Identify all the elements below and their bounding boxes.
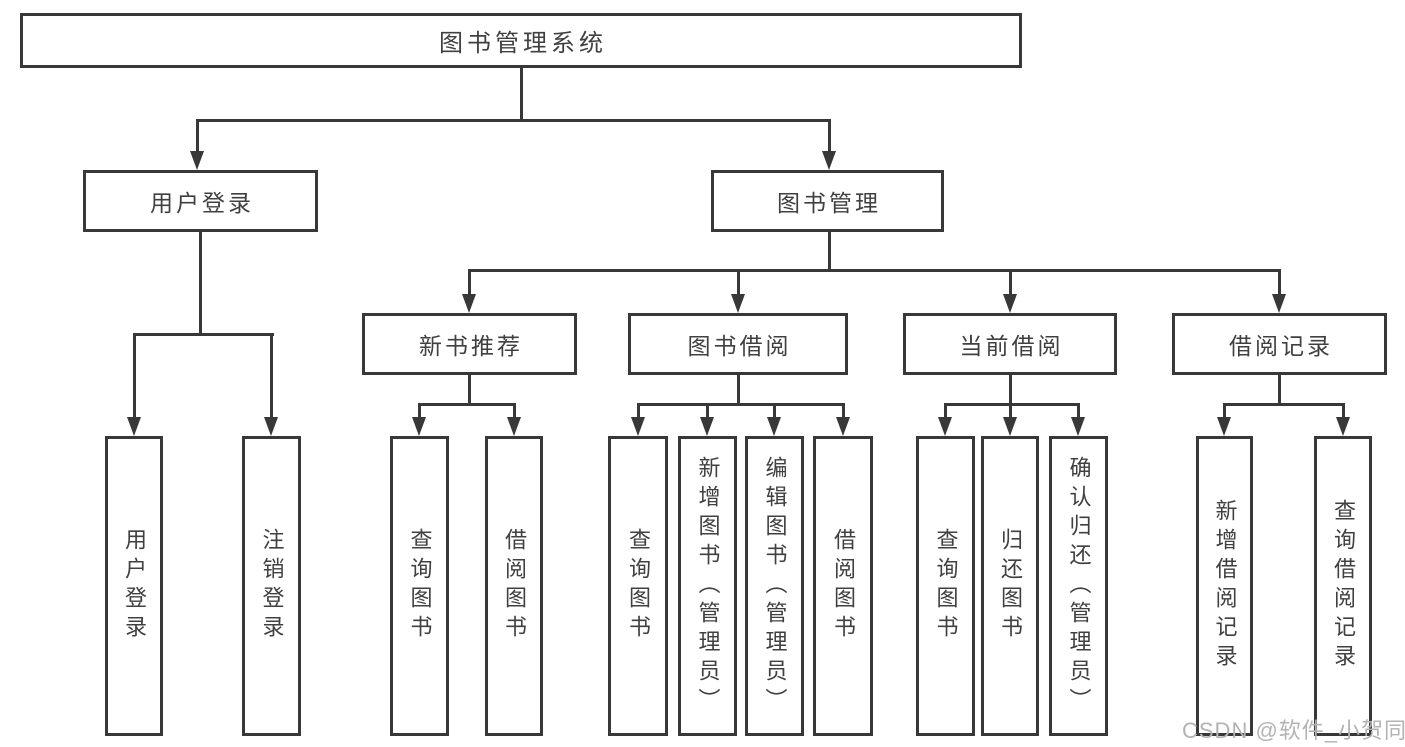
arrow-down-icon: [1272, 294, 1286, 313]
arrow-down-icon: [1071, 417, 1085, 436]
node-label: 注销登录: [259, 528, 285, 644]
arrow-down-icon: [412, 417, 426, 436]
arrow-down-icon: [938, 417, 952, 436]
node-label: 查询图书: [407, 528, 433, 644]
node-label: 确认归还（管理员）: [1066, 455, 1092, 717]
leaf-confirm-return-admin: 确认归还（管理员）: [1049, 436, 1108, 736]
connector-line: [1077, 405, 1080, 419]
connector-line: [944, 405, 947, 419]
watermark: CSDN @软件_小贺同学: [1182, 718, 1405, 743]
arrow-down-icon: [506, 417, 521, 436]
arrow-down-icon: [462, 294, 476, 313]
connector-line: [418, 403, 516, 406]
node-book-borrowing: 图书借阅: [628, 313, 848, 375]
node-borrowing-records: 借阅记录: [1172, 313, 1387, 375]
arrow-down-icon: [821, 151, 836, 170]
arrow-down-icon: [835, 417, 850, 436]
arrow-down-icon: [264, 417, 278, 436]
leaf-return-book: 归还图书: [981, 436, 1039, 736]
connector-line: [841, 405, 845, 419]
node-label: 借阅图书: [831, 528, 856, 644]
node-label: 编辑图书（管理员）: [762, 455, 788, 717]
node-new-book-recommendation: 新书推荐: [362, 313, 577, 375]
connector-line: [1223, 405, 1226, 419]
node-current-borrowing: 当前借阅: [903, 313, 1117, 375]
connector-line: [827, 232, 831, 272]
connector-line: [468, 272, 471, 296]
leaf-edit-book-admin: 编辑图书（管理员）: [745, 436, 804, 736]
node-label: 归还图书: [998, 528, 1023, 644]
connector-line: [1223, 403, 1345, 406]
leaf-query-books-current: 查询图书: [916, 436, 975, 736]
arrow-down-icon: [1217, 417, 1231, 436]
arrow-down-icon: [1335, 417, 1350, 436]
leaf-borrow-books-borrowing: 借阅图书: [813, 436, 873, 736]
arrow-down-icon: [700, 417, 714, 436]
node-label: 用户登录: [150, 190, 254, 216]
leaf-borrow-books-recommend: 借阅图书: [485, 436, 543, 736]
connector-line: [1278, 375, 1281, 406]
arrow-down-icon: [730, 294, 745, 313]
connector-line: [736, 272, 740, 296]
connector-line: [827, 122, 831, 153]
node-label: 借阅图书: [502, 528, 527, 644]
leaf-query-borrow-record: 查询借阅记录: [1314, 436, 1372, 736]
arrow-down-icon: [1002, 294, 1017, 313]
arrow-down-icon: [127, 417, 141, 436]
connector-line: [773, 405, 776, 419]
connector-line: [519, 68, 523, 122]
connector-line: [198, 232, 202, 335]
connector-line: [1008, 272, 1012, 296]
arrow-down-icon: [767, 417, 781, 436]
node-library-management-system: 图书管理系统: [20, 13, 1022, 68]
leaf-add-book-admin: 新增图书（管理员）: [678, 436, 737, 736]
connector-line: [195, 119, 831, 122]
connector-line: [133, 333, 274, 336]
node-label: 查询图书: [626, 528, 651, 644]
leaf-query-books-recommend: 查询图书: [390, 436, 449, 736]
connector-line: [512, 405, 516, 419]
node-label: 查询借阅记录: [1331, 499, 1356, 673]
connector-line: [706, 405, 709, 419]
node-label: 查询图书: [933, 528, 959, 644]
connector-line: [133, 336, 136, 419]
node-label: 新书推荐: [419, 333, 523, 359]
connector-line: [1008, 405, 1012, 419]
connector-line: [418, 405, 421, 419]
connector-line: [944, 403, 1080, 406]
node-label: 用户登录: [122, 528, 147, 644]
connector-line: [468, 375, 471, 406]
leaf-query-books-borrowing: 查询图书: [608, 436, 668, 736]
node-label: 图书借阅: [687, 333, 792, 359]
leaf-user-login: 用户登录: [105, 436, 163, 736]
connector-line: [736, 375, 740, 406]
connector-line: [1341, 405, 1345, 419]
node-user-login: 用户登录: [83, 170, 318, 232]
connector-line: [195, 122, 199, 153]
connector-line: [468, 269, 1281, 272]
node-label: 当前借阅: [959, 333, 1064, 359]
node-label: 借阅记录: [1229, 333, 1333, 359]
arrow-down-icon: [630, 417, 645, 436]
leaf-logout: 注销登录: [242, 436, 301, 736]
connector-line: [1278, 272, 1281, 296]
arrow-down-icon: [189, 151, 204, 170]
connector-line: [636, 403, 845, 406]
node-label: 新增借阅记录: [1212, 499, 1238, 673]
leaf-add-borrow-record: 新增借阅记录: [1196, 436, 1253, 736]
connector-line: [270, 336, 273, 419]
node-book-management: 图书管理: [711, 170, 944, 232]
connector-line: [1008, 375, 1012, 406]
node-label: 图书管理系统: [439, 30, 607, 57]
node-label: 图书管理: [777, 190, 881, 216]
arrow-down-icon: [1002, 417, 1017, 436]
connector-line: [636, 405, 640, 419]
node-label: 新增图书（管理员）: [695, 455, 721, 717]
